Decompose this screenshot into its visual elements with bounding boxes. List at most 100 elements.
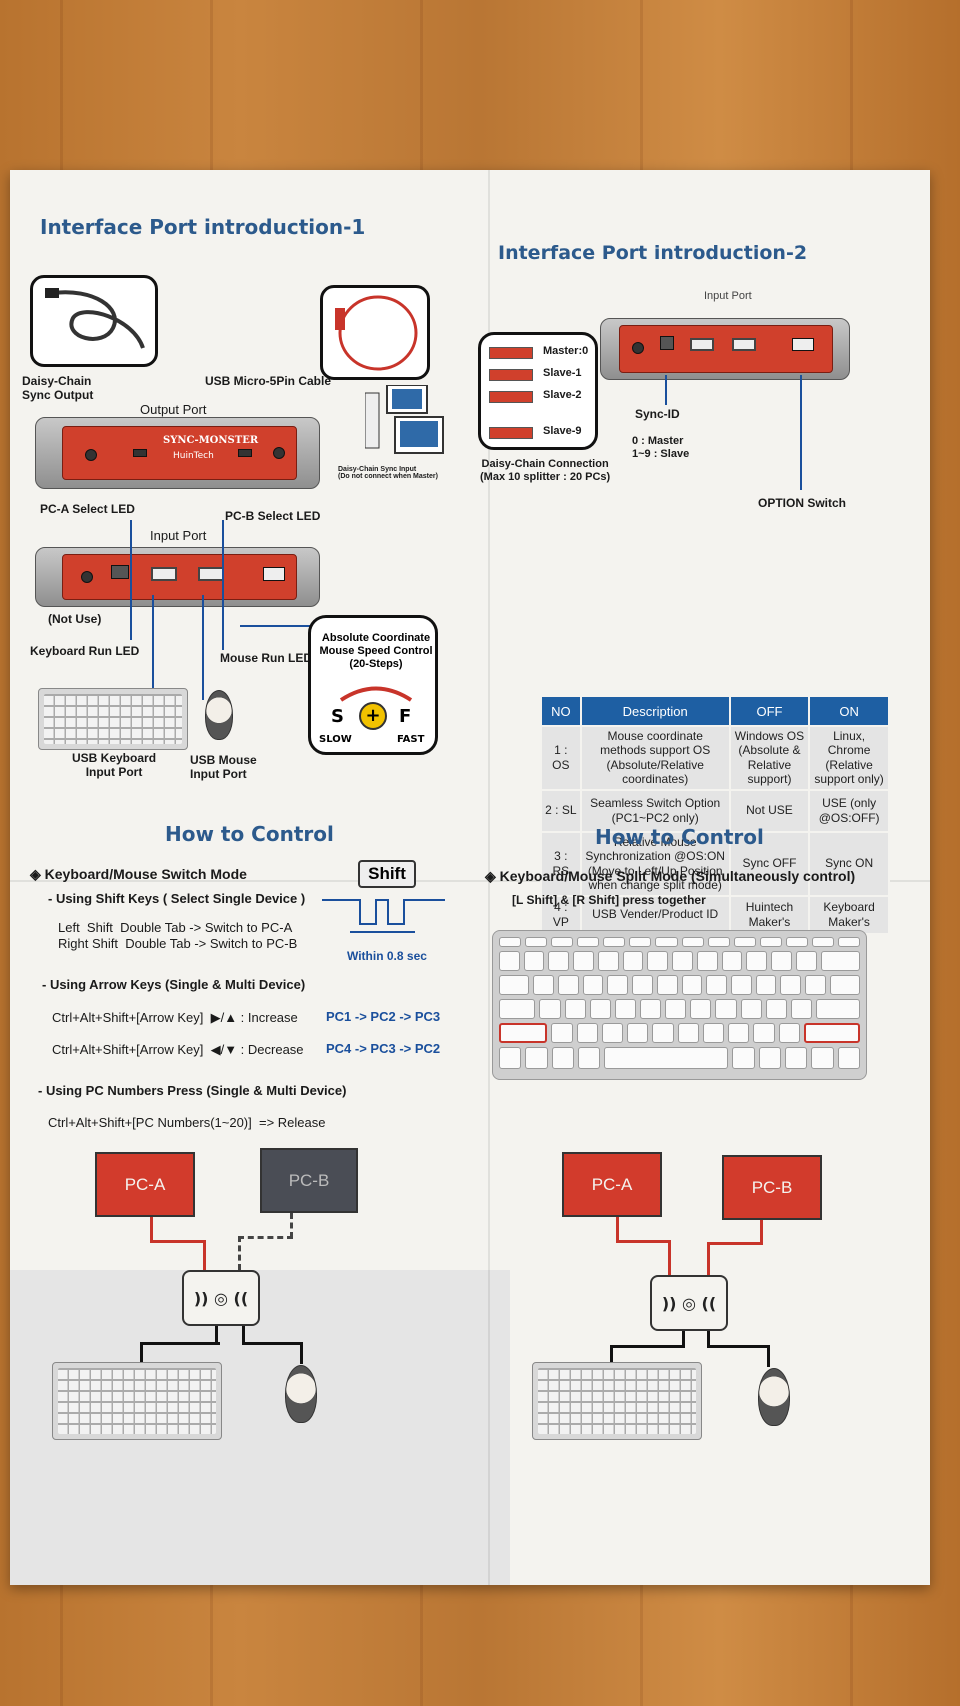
- usb-mouse-port: [198, 567, 224, 581]
- keyboard-image: [52, 1362, 222, 1440]
- pc-a-box-2: PC-A: [562, 1152, 662, 1217]
- splitter-mini: [489, 427, 533, 439]
- pointer-line: [240, 625, 320, 627]
- pointer-line: [130, 520, 132, 640]
- cable-line: [140, 1342, 143, 1362]
- th-on: ON: [808, 695, 890, 727]
- slow-letter: S: [331, 706, 344, 727]
- cable-line: [707, 1331, 710, 1347]
- cable-line-dashed: [238, 1236, 241, 1270]
- cable-line: [616, 1240, 671, 1243]
- cable-line: [767, 1345, 770, 1367]
- fast-letter: F: [399, 706, 412, 727]
- th-off: OFF: [728, 695, 811, 727]
- arrow-increase-sequence: PC1 -> PC2 -> PC3: [326, 1009, 441, 1024]
- sync-id-label: Sync-ID: [635, 407, 680, 421]
- double-tap-timing-icon: [322, 899, 445, 933]
- cable-line-dashed: [238, 1236, 293, 1239]
- mouse-image: [285, 1365, 317, 1423]
- cable-line: [616, 1217, 619, 1242]
- left-shift-line: Left Shift Double Tab -> Switch to PC-A: [58, 920, 293, 935]
- pc-a-box: PC-A: [95, 1152, 195, 1217]
- daisy-input-port: [273, 447, 285, 459]
- cable-line: [215, 1326, 218, 1344]
- daisy-output-port: [85, 449, 97, 461]
- arrow-increase-line: Ctrl+Alt+Shift+[Arrow Key] ▶/▲ : Increas…: [52, 1010, 298, 1025]
- brand-label: SYNC-MONSTER: [163, 435, 259, 446]
- chain-slave-1: Slave-1: [543, 367, 582, 379]
- pointer-line: [222, 520, 224, 650]
- cable-line: [203, 1240, 206, 1270]
- switch-mode-heading: ◈ Keyboard/Mouse Switch Mode: [30, 866, 247, 882]
- pc-b-box: PC-B: [260, 1148, 358, 1213]
- pc-monitors-icon: [365, 385, 444, 454]
- th-description: Description: [579, 695, 731, 727]
- pc-a-led-label: PC-A Select LED: [40, 502, 135, 516]
- using-shift-heading: - Using Shift Keys ( Select Single Devic…: [48, 891, 306, 906]
- pc-b-led-label: PC-B Select LED: [225, 509, 321, 523]
- within-label: Within 0.8 sec: [347, 949, 427, 963]
- mouse-image: [758, 1368, 790, 1426]
- manual-sheet: Interface Port introduction-1 Daisy-Chai…: [10, 170, 930, 1585]
- cable-line: [707, 1242, 710, 1275]
- rotate-arrow-icon: [339, 686, 413, 702]
- cable-icon: [45, 288, 145, 349]
- switch-device-icon: )) ◎ ((: [182, 1270, 260, 1326]
- table-row: 2 : SL Seamless Switch Option (PC1~PC2 o…: [540, 788, 890, 833]
- usb-keyboard-port: [151, 567, 177, 581]
- pc-b-box-2: PC-B: [722, 1155, 822, 1220]
- using-arrow-heading: - Using Arrow Keys (Single & Multi Devic…: [42, 977, 306, 992]
- splitter-mini: [489, 369, 533, 381]
- option-dip-switch-2: [792, 338, 814, 351]
- splitter-mini: [489, 347, 533, 359]
- maker-label: HuinTech: [173, 451, 214, 461]
- using-numbers-heading: - Using PC Numbers Press (Single & Multi…: [38, 1083, 347, 1098]
- cable-line: [707, 1242, 763, 1245]
- chain-master: Master:0: [543, 345, 589, 357]
- option-dip-switch: [263, 567, 285, 581]
- sync-id-values: 0 : Master 1~9 : Slave: [632, 435, 690, 460]
- cable-line-dashed: [290, 1213, 293, 1238]
- chain-slave-2: Slave-2: [543, 389, 582, 401]
- full-keyboard-image: [492, 930, 867, 1080]
- table-row: 1 : OS Mouse coordinate methods support …: [540, 725, 890, 791]
- daisy-chain-output-label: Daisy-Chain Sync Output: [22, 374, 94, 402]
- micro-usb-port: [133, 449, 147, 457]
- usb-cable-icon: [335, 295, 418, 371]
- keyboard-image: [532, 1362, 702, 1440]
- right-shift-key: [803, 1023, 860, 1043]
- input-port-label-2: Input Port: [704, 290, 752, 302]
- arrow-decrease-line: Ctrl+Alt+Shift+[Arrow Key] ◀/▼ : Decreas…: [52, 1042, 304, 1057]
- left-shift-key: [499, 1023, 548, 1043]
- sync-id-dial: [660, 336, 674, 350]
- press-together-label: [L Shift] & [R Shift] press together: [512, 893, 706, 907]
- cable-line: [242, 1326, 245, 1344]
- cable-line: [140, 1342, 220, 1345]
- switch-device-icon: )) ◎ ((: [650, 1275, 728, 1331]
- fast-label: FAST: [397, 734, 425, 745]
- input-port-label: Input Port: [150, 528, 207, 543]
- fold-line: [488, 170, 490, 1585]
- pointer-line: [202, 595, 204, 700]
- cable-line: [668, 1240, 671, 1275]
- daisy-input-label: Daisy-Chain Sync Input (Do not connect w…: [338, 466, 438, 480]
- mouse-image: [205, 690, 233, 740]
- keyboard-led-label: Keyboard Run LED: [30, 644, 140, 658]
- splitter-mini: [489, 391, 533, 403]
- option-table: NO Description OFF ON 1 : OS Mouse coord…: [540, 695, 890, 935]
- right-shift-line: Right Shift Double Tab -> Switch to PC-B: [58, 936, 298, 951]
- mouse-led-label: Mouse Run LED: [220, 651, 312, 665]
- cable-line: [610, 1345, 685, 1348]
- daisy-chain-bubble: Master:0 Slave-1 Slave-2 Slave-9: [478, 332, 598, 450]
- th-no: NO: [540, 695, 582, 727]
- usb-cable-label: USB Micro-5Pin Cable: [205, 374, 332, 388]
- slow-label: SLOW: [319, 734, 352, 745]
- cable-line: [150, 1217, 153, 1242]
- pointer-line: [665, 375, 667, 405]
- cable-line: [682, 1331, 685, 1347]
- usb-cable-bubble: [320, 285, 430, 380]
- not-use-label: (Not Use): [48, 612, 102, 626]
- table-row: 4 : VP USB Vender/Product ID Huintech Ma…: [540, 894, 890, 935]
- numbers-command: Ctrl+Alt+Shift+[PC Numbers(1~20)] => Rel…: [48, 1115, 326, 1130]
- fold-line: [10, 880, 930, 882]
